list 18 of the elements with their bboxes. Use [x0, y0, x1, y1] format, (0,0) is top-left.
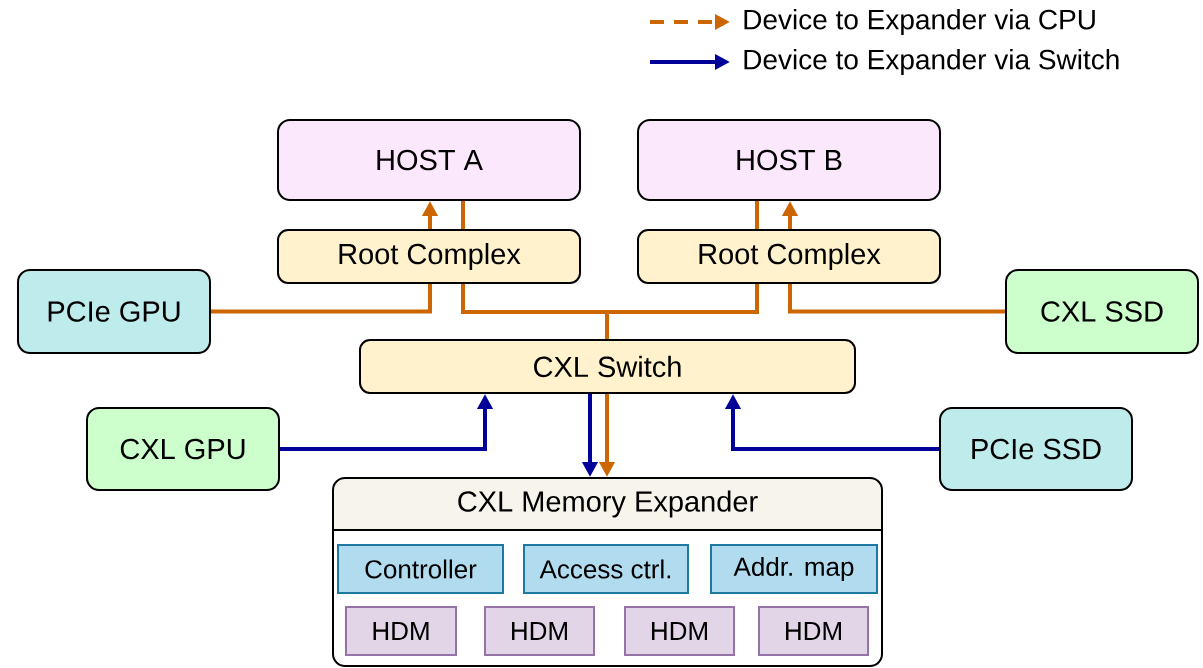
component-box: Root Complex — [277, 229, 581, 284]
memory-box: HDM — [484, 606, 595, 656]
device-box: CXL GPU — [86, 407, 280, 491]
memory-box: HDM — [624, 606, 735, 656]
function-box: Controller — [337, 544, 504, 594]
component-box: Root Complex — [637, 229, 941, 284]
memory-box: HDM — [758, 606, 869, 656]
host-box: HOST A — [277, 119, 581, 201]
memory-box: HDM — [345, 606, 457, 656]
device-box: CXL SSD — [1005, 269, 1199, 354]
legend-text: Device to Expander via CPU — [744, 8, 1095, 36]
device-box: PCIe GPU — [17, 269, 211, 354]
device-box: PCIe SSD — [939, 407, 1133, 491]
function-box: Addr. map — [710, 544, 878, 594]
component-box: CXL Switch — [359, 339, 856, 394]
function-box: Access ctrl. — [523, 544, 689, 594]
host-box: HOST B — [637, 119, 941, 201]
legend-text: Device to Expander via Switch — [744, 48, 1119, 76]
